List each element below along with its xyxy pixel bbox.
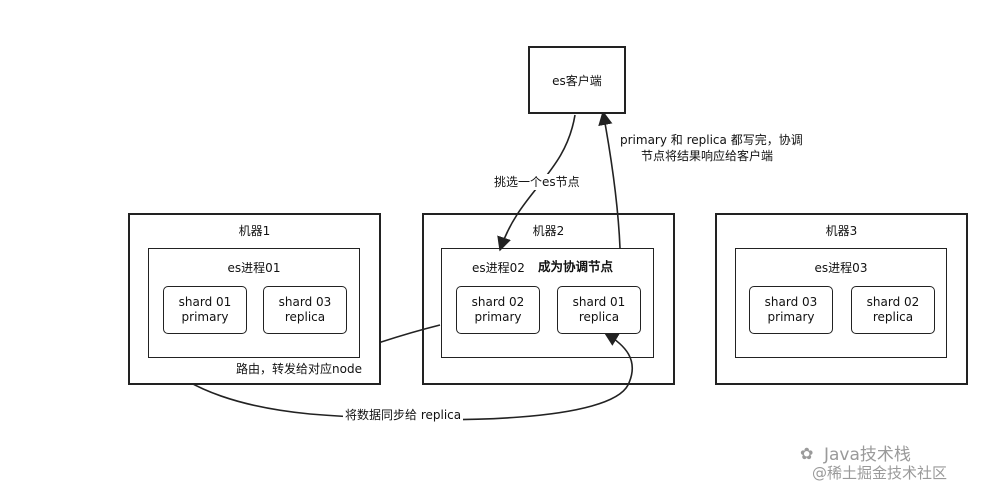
shard-role: primary <box>181 310 229 324</box>
shard-role: replica <box>284 310 326 324</box>
shard-role: primary <box>474 310 522 324</box>
shard-name: shard 03 <box>278 295 332 309</box>
shard-3-1: shard 03 primary <box>749 286 833 334</box>
shard-name: shard 01 <box>178 295 232 309</box>
watermark-line2: @稀土掘金技术社区 <box>812 464 948 482</box>
coordinator-label: 成为协调节点 <box>538 259 614 274</box>
client-box: es客户端 <box>528 46 626 114</box>
response-note-line2: 节点将结果响应给客户端 <box>641 149 774 163</box>
shard-name: shard 01 <box>572 295 626 309</box>
shard-3-2: shard 02 replica <box>851 286 935 334</box>
response-note-line1: primary 和 replica 都写完，协调 <box>620 133 803 147</box>
process-2: es进程02 成为协调节点 <box>441 248 654 358</box>
process-2-label: es进程02 <box>472 261 525 275</box>
process-1-label: es进程01 <box>227 261 281 275</box>
shard-name: shard 02 <box>471 295 525 309</box>
shard-name: shard 03 <box>764 295 818 309</box>
machine-3-label: 机器3 <box>825 224 858 238</box>
shard-role: replica <box>872 310 914 324</box>
machine-2: 机器2 <box>422 213 675 385</box>
shard-2-2: shard 01 replica <box>557 286 641 334</box>
client-label: es客户端 <box>552 74 602 88</box>
machine-2-label: 机器2 <box>532 224 565 238</box>
response-arrow <box>598 110 621 249</box>
shard-1-1: shard 01 primary <box>163 286 247 334</box>
shard-name: shard 02 <box>866 295 920 309</box>
watermark-logo-icon: ✿ <box>800 444 814 463</box>
select-node-note: 挑选一个es节点 <box>492 174 582 190</box>
machine-1-label: 机器1 <box>238 224 271 238</box>
shard-1-2: shard 03 replica <box>263 286 347 334</box>
sync-note: 将数据同步给 replica <box>343 407 464 423</box>
watermark-line1: Java技术栈 <box>824 445 911 465</box>
route-note: 路由，转发给对应node <box>234 361 364 377</box>
shard-role: primary <box>767 310 815 324</box>
shard-2-1: shard 02 primary <box>456 286 540 334</box>
shard-role: replica <box>578 310 620 324</box>
process-3-label: es进程03 <box>814 261 868 275</box>
